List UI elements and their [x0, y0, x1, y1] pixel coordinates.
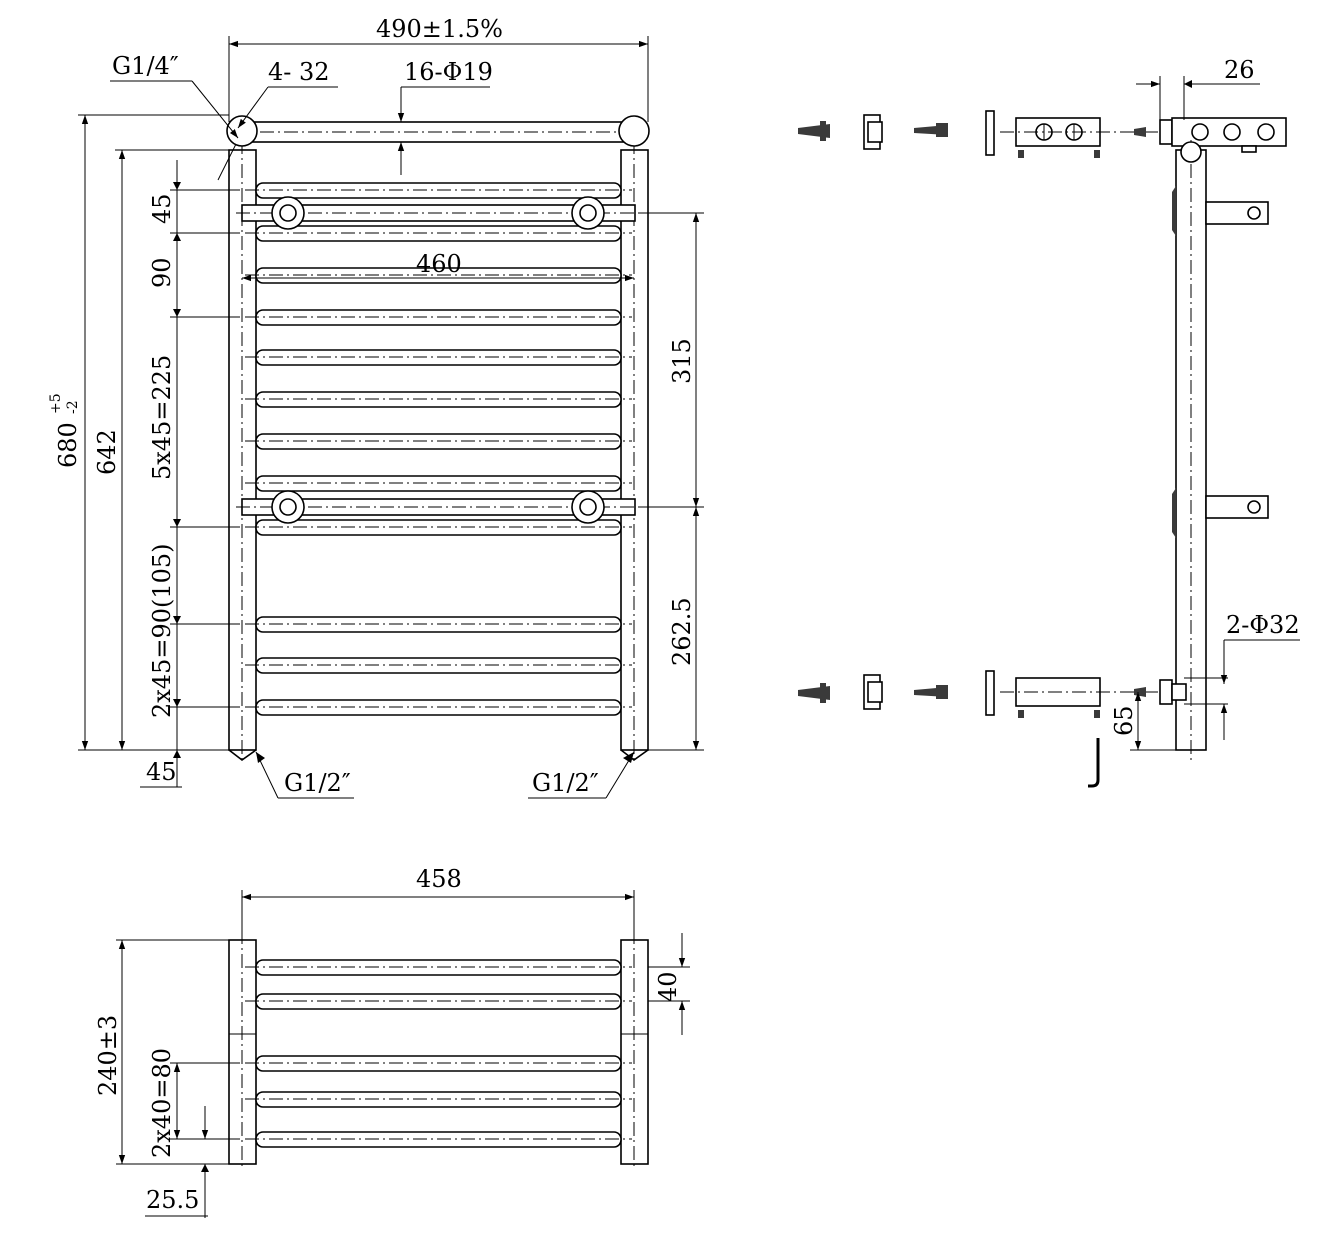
top-depth-label: 240±3 [94, 1015, 122, 1096]
tube-spec-label: 16-Φ19 [404, 58, 493, 86]
second-gap-label: 90 [148, 257, 176, 288]
mid-group-label: 5x45=225 [148, 355, 176, 480]
bracket-height-label: 262.5 [668, 597, 696, 666]
front-tube-centerlines [245, 189, 632, 708]
rail-gap-label: 40 [654, 971, 682, 1002]
lower-bracket [236, 490, 642, 524]
hole-dia-label: 2-Φ32 [1226, 611, 1300, 639]
front-view: 490±1.5% G1/4″ 4- 32 16-Φ19 460 680 +5 -… [48, 15, 704, 799]
wall-offset-label: 26 [1224, 56, 1255, 84]
lower-mount-kit [798, 670, 1187, 788]
first-gap-label: 45 [148, 193, 176, 224]
top-view: 458 240±3 40 2x40=80 25.5 [94, 865, 690, 1218]
bottom-offset-label: 65 [1110, 705, 1138, 736]
top-thread-label: G1/4″ [112, 52, 179, 80]
lower-group-label: 2x45=90(105) [148, 543, 176, 718]
top-width-label: 458 [416, 865, 462, 893]
inner-width-label: 460 [416, 250, 462, 278]
overall-height-label: 680 [54, 422, 82, 468]
upper-bracket [236, 196, 642, 230]
top-count-label: 4- 32 [268, 58, 330, 86]
top-cap-right [618, 115, 650, 147]
bracket-span-label: 315 [668, 338, 696, 384]
upper-mount-kit [798, 110, 1287, 158]
inner-height-label: 642 [93, 429, 121, 475]
inlet-right-label: G1/2″ [532, 769, 599, 797]
height-tol-upper: +5 [48, 393, 64, 414]
height-tol-lower: -2 [65, 400, 81, 414]
rail-group-label: 2x40=80 [148, 1048, 176, 1158]
overall-width-label: 490±1.5% [376, 15, 503, 43]
edge-offset-label: 25.5 [146, 1186, 199, 1214]
top-cap-left [226, 115, 258, 147]
side-view: 26 [798, 56, 1300, 788]
top-view-rails [245, 959, 632, 1148]
inlet-left-label: G1/2″ [284, 769, 351, 797]
bottom-gap-label: 45 [146, 758, 177, 786]
